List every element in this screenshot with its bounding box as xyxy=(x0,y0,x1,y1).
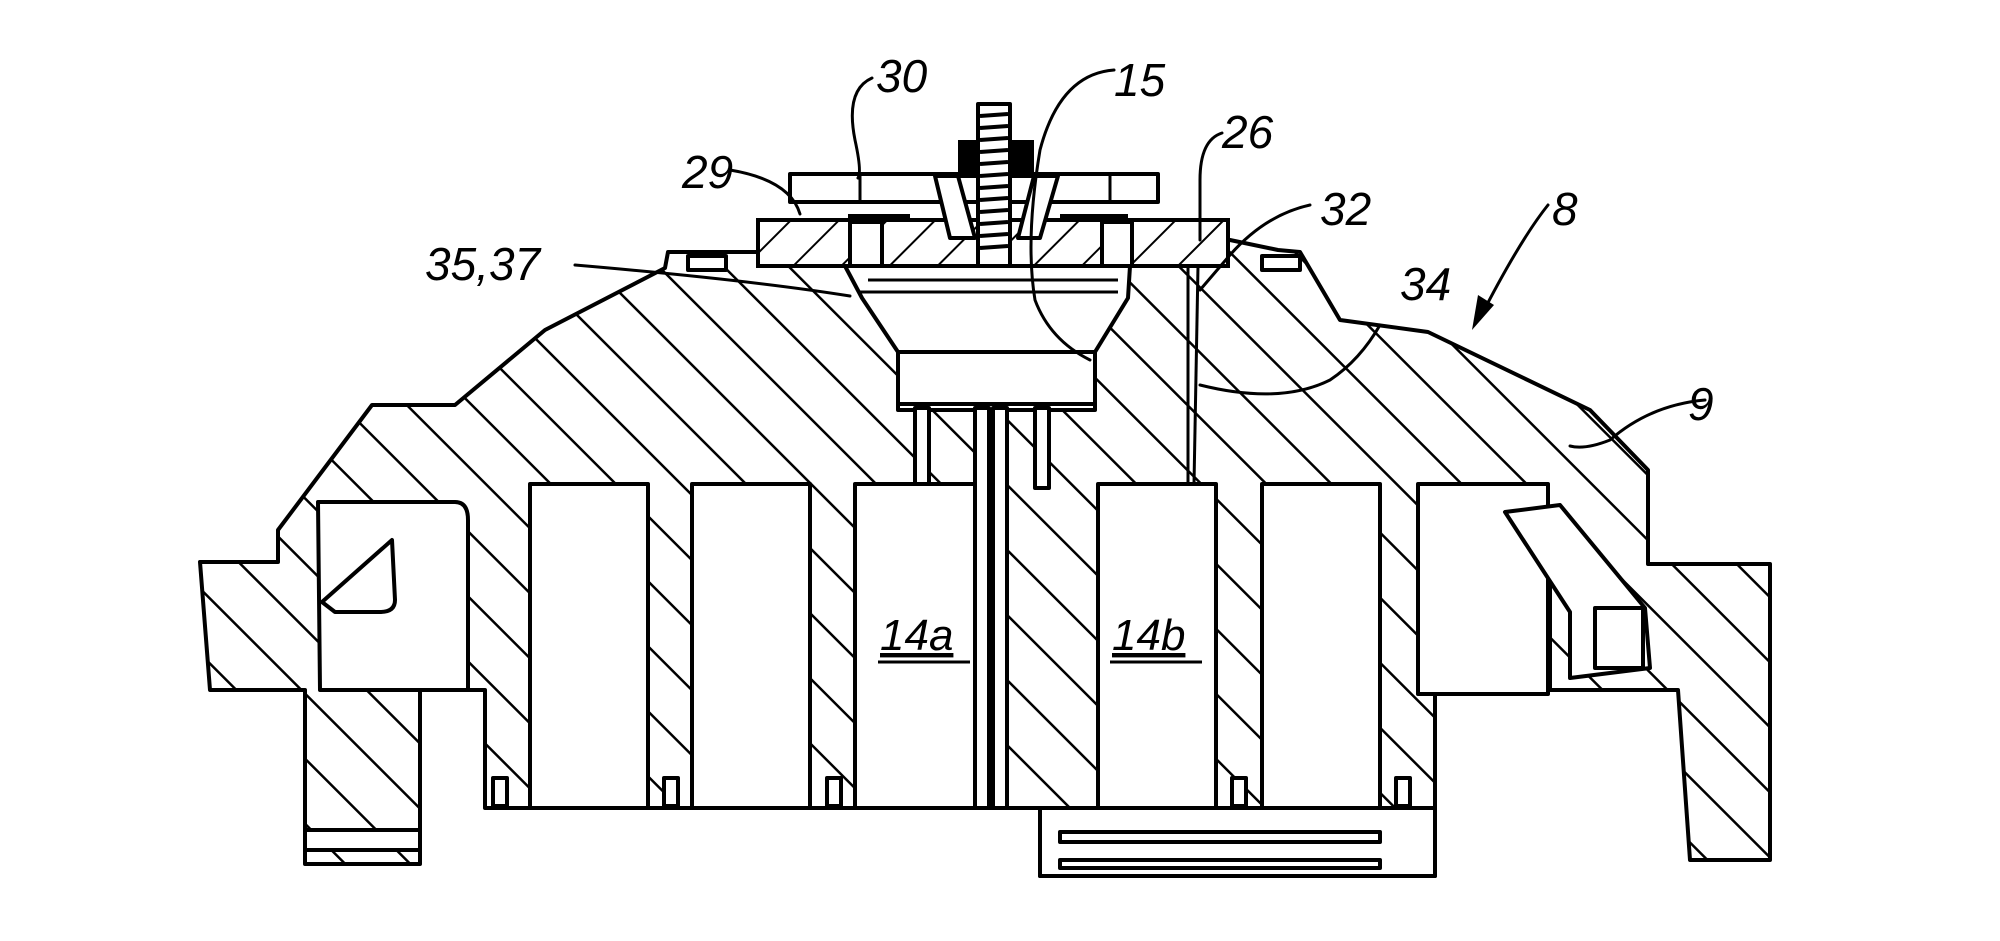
channel-left xyxy=(913,406,931,490)
leader-9 xyxy=(1568,398,1707,449)
nut-flank xyxy=(933,174,977,240)
plate-slot-right xyxy=(1100,220,1134,268)
label-14b: 14b xyxy=(1112,611,1185,660)
leader-34 xyxy=(1198,323,1382,396)
bore-plug xyxy=(896,350,1097,406)
label-14a: 14a xyxy=(880,611,953,660)
cell-pocket-14b xyxy=(1096,482,1218,810)
right-clip-block xyxy=(1593,606,1645,670)
leader-32 xyxy=(1198,203,1312,292)
label-29: 29 xyxy=(681,146,733,198)
leader-26 xyxy=(1198,131,1224,242)
channel-right xyxy=(1033,406,1051,490)
label-35-37: 35,37 xyxy=(425,238,542,290)
connector-strip-2 xyxy=(1058,858,1382,870)
channel-center-2 xyxy=(991,406,1009,810)
label-34: 34 xyxy=(1400,258,1451,310)
arrow-8 xyxy=(1478,203,1550,320)
arrow-8-head xyxy=(1472,295,1494,330)
top-pad-left xyxy=(686,254,728,272)
leader-35-37 xyxy=(573,263,852,298)
cell-pocket-1 xyxy=(528,482,650,810)
top-pad-right xyxy=(1260,254,1302,272)
connector-strip-1 xyxy=(1058,830,1382,844)
right-cavity xyxy=(1416,482,1550,696)
bolt-threads xyxy=(979,112,1009,250)
seal-strip-right xyxy=(1060,214,1128,222)
leader-15 xyxy=(1029,68,1116,362)
label-9: 9 xyxy=(1688,378,1714,430)
nut-flank-right xyxy=(1016,174,1060,240)
channel-center-1 xyxy=(973,406,991,810)
label-8: 8 xyxy=(1552,183,1578,235)
label-15: 15 xyxy=(1114,54,1166,106)
left-clip xyxy=(320,538,397,614)
left-stud xyxy=(303,828,422,852)
leader-29 xyxy=(728,168,802,216)
seal-strip-left xyxy=(848,214,910,222)
cell-pocket-2 xyxy=(690,482,812,810)
plate-slot-left xyxy=(848,220,884,268)
label-26: 26 xyxy=(1221,106,1274,158)
cell-pocket-5 xyxy=(1260,482,1382,810)
leader-30 xyxy=(850,76,874,180)
label-30: 30 xyxy=(876,50,928,102)
cell-pocket-14a xyxy=(853,482,977,810)
channel-26b xyxy=(1192,265,1200,485)
washer xyxy=(788,172,1160,204)
label-32: 32 xyxy=(1320,183,1371,235)
